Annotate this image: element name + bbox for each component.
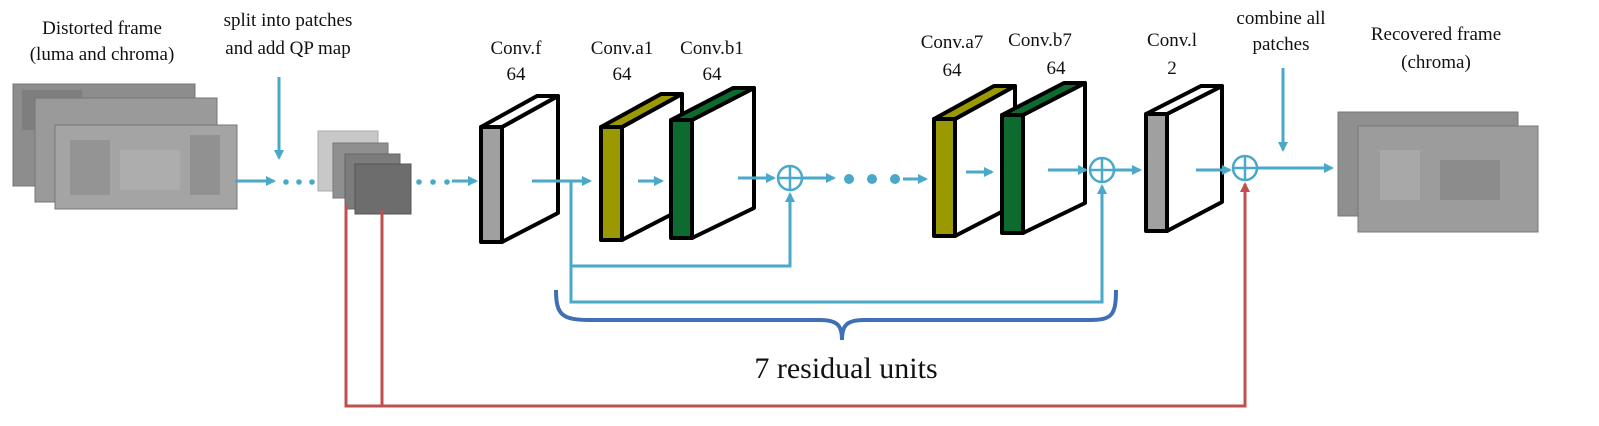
conv-b1-block — [669, 86, 756, 240]
conv-l-name: Conv.l — [1147, 30, 1197, 51]
input-title-line1: Distorted frame — [42, 18, 162, 39]
conv-b7-face — [1000, 113, 1025, 235]
residual-skip-7 — [569, 184, 1107, 304]
recovered-frames-image — [1337, 111, 1539, 233]
conv-a7-name: Conv.a7 — [921, 32, 984, 53]
sum-node-2 — [1088, 156, 1116, 184]
ellipsis-dots-2 — [416, 179, 450, 185]
global-skip-line — [344, 182, 1250, 408]
combine-label-line1: combine all — [1236, 8, 1325, 29]
input-title-line2: (luma and chroma) — [30, 44, 175, 65]
residual-units-label: 7 residual units — [754, 352, 937, 385]
conv-a1-name: Conv.a1 — [591, 38, 654, 59]
conv-l-face — [1144, 112, 1169, 233]
conv-f-face — [479, 125, 504, 244]
conv-b1-face — [669, 118, 694, 240]
residual-skip-1 — [569, 181, 795, 268]
conv-l-channels: 2 — [1167, 58, 1177, 79]
conv-f-channels: 64 — [507, 64, 527, 85]
conv-f-block — [479, 94, 560, 244]
conv-a1-block — [599, 92, 684, 242]
output-title-line1: Recovered frame — [1371, 24, 1501, 45]
conv-b7-name: Conv.b7 — [1008, 30, 1072, 51]
ellipsis-dots-3 — [844, 174, 900, 184]
conv-b1-channels: 64 — [703, 64, 723, 85]
sum-node-1 — [776, 164, 804, 192]
patches-image — [317, 130, 412, 215]
conv-a1-face — [599, 125, 624, 242]
output-title-line2: (chroma) — [1401, 52, 1471, 73]
conv-l-block — [1144, 84, 1224, 233]
conv-f-name: Conv.f — [490, 38, 542, 59]
conv-b7-block — [1000, 81, 1087, 235]
sum-node-3 — [1231, 154, 1259, 182]
conv-b1-name: Conv.b1 — [680, 38, 744, 59]
conv-b7-channels: 64 — [1047, 58, 1067, 79]
residual-brace — [554, 289, 1118, 341]
conv-a7-channels: 64 — [943, 60, 963, 81]
combine-label-line2: patches — [1253, 34, 1310, 55]
split-label-line2: and add QP map — [225, 38, 350, 59]
conv-a7-face — [932, 117, 957, 238]
split-label-line1: split into patches — [224, 10, 353, 31]
distorted-frames-image — [12, 83, 238, 210]
ellipsis-dots-1 — [283, 179, 315, 185]
conv-a1-channels: 64 — [613, 64, 633, 85]
